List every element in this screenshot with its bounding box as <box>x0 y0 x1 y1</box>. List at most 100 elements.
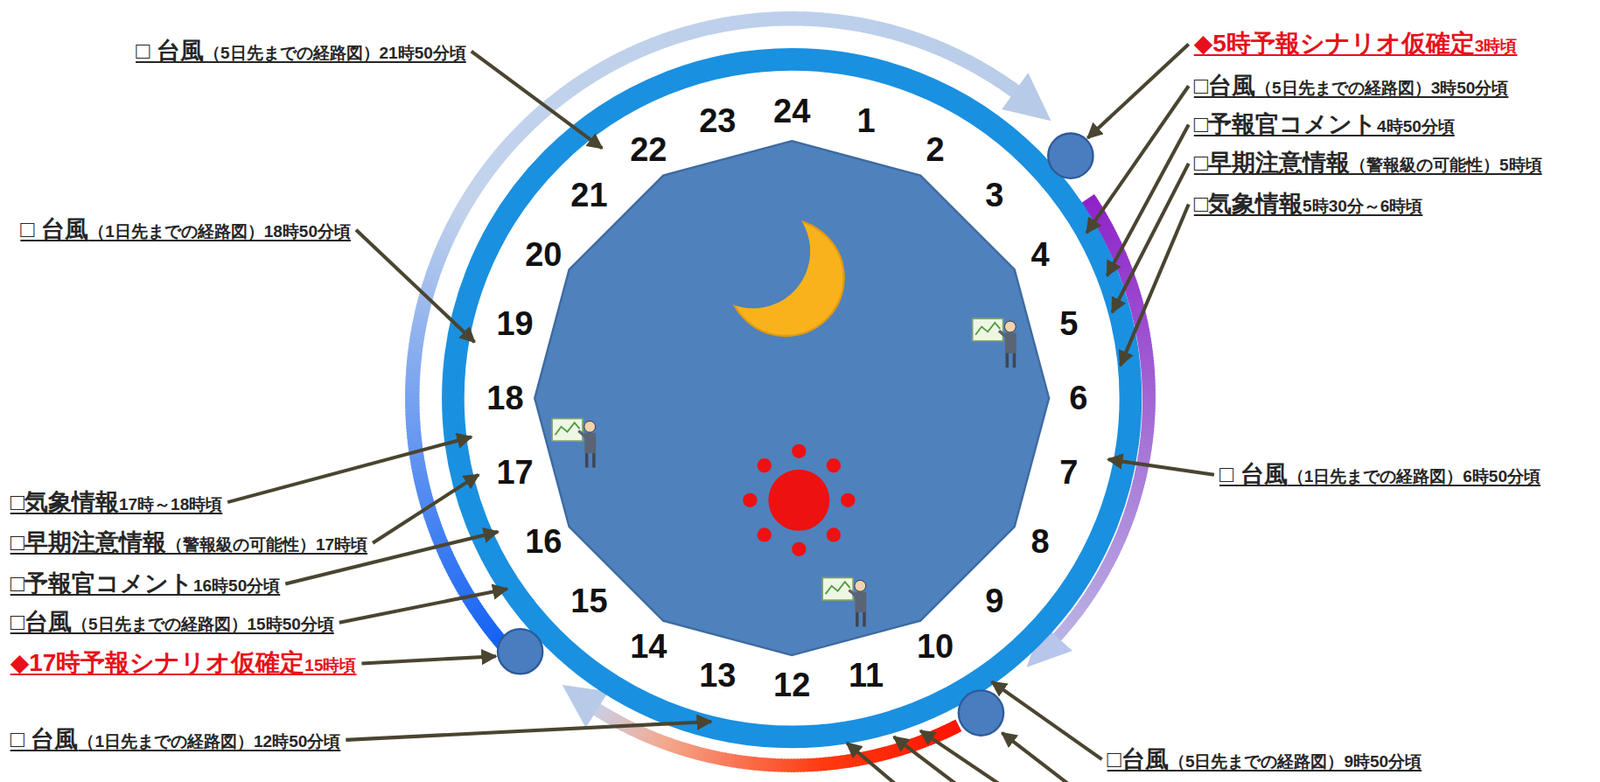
leader-arrow <box>372 475 479 544</box>
hour-number: 20 <box>524 237 562 272</box>
callout: □台風（5日先までの経路図）9時50分頃 <box>1107 745 1423 774</box>
hour-number: 18 <box>486 381 524 415</box>
product-title: □早期注意情報 <box>1194 149 1350 176</box>
person-head <box>1004 321 1016 333</box>
weather-board-chart <box>825 581 851 594</box>
person-legs <box>857 612 865 627</box>
hour-number: 14 <box>629 629 667 664</box>
leader-arrow <box>1001 733 1074 782</box>
hour-number: 15 <box>570 584 608 618</box>
leader-arrow <box>1087 43 1188 138</box>
person-arm <box>999 330 1007 337</box>
sun-ray <box>757 527 772 542</box>
hour-number: 22 <box>629 132 667 167</box>
cycle-arrowhead <box>1001 72 1051 121</box>
leader-arrow <box>345 721 712 741</box>
issue-time: 15時頃 <box>304 656 357 675</box>
moon-shadow <box>696 194 811 309</box>
issue-time: 17時～18時頃 <box>118 495 223 514</box>
person-arm <box>848 589 856 596</box>
forecaster-icon <box>822 577 867 627</box>
sun-ray <box>826 458 841 473</box>
cycle-arcs <box>412 18 1149 766</box>
product-title: □ 台風 <box>20 216 89 243</box>
issue-time: （1日先までの経路図）12時50分頃 <box>77 732 341 751</box>
issue-time: （警報級の可能性）17時頃 <box>166 535 368 554</box>
scenario-dot <box>958 690 1004 735</box>
hour-number: 16 <box>524 524 562 559</box>
leader-arrow <box>471 51 602 149</box>
forecaster-icon <box>972 318 1017 368</box>
product-title: □台風 <box>1194 72 1256 99</box>
hour-number: 9 <box>985 584 1004 618</box>
person-legs <box>586 453 594 468</box>
leader-arrow <box>227 436 472 503</box>
scenario-title: ◆17時予報シナリオ仮確定 <box>10 649 306 677</box>
hour-number: 19 <box>496 307 533 341</box>
callout: □予報官コメント4時50分頃 <box>1194 110 1455 139</box>
weather-board <box>551 418 583 441</box>
hour-number: 8 <box>1030 524 1049 559</box>
issue-time: （5日先までの経路図）9時50分頃 <box>1168 752 1422 771</box>
scenario-dot <box>1048 132 1093 178</box>
person-legs <box>1006 353 1014 368</box>
sun-ray <box>791 444 806 459</box>
callout: ◆17時予報シナリオ仮確定15時頃 <box>10 648 357 678</box>
leader-arrow <box>846 742 901 782</box>
callout: □気象情報17時～18時頃 <box>10 488 224 517</box>
leader-arrow <box>894 736 962 782</box>
hour-number: 7 <box>1059 455 1078 490</box>
hour-number: 1 <box>856 104 875 138</box>
weather-board-chart <box>555 422 580 435</box>
scenario-title: ◆5時予報シナリオ仮確定 <box>1194 29 1475 57</box>
sun <box>768 469 830 532</box>
product-title: □ 台風 <box>10 726 79 753</box>
product-title: □台風 <box>10 608 72 636</box>
callout: □気象情報5時30分～6時頃 <box>1194 189 1424 218</box>
callout: □台風（5日先までの経路図）3時50分頃 <box>1194 71 1510 100</box>
issue-time: （5日先までの経路図）15時50分頃 <box>71 614 335 634</box>
issue-time: （警報級の可能性）5時頃 <box>1349 155 1543 175</box>
leader-arrow <box>992 681 1103 760</box>
leader-arrow <box>361 656 496 664</box>
scenario-dot <box>497 628 543 674</box>
leader-arrow <box>1120 204 1189 366</box>
product-title: □ 台風 <box>1219 461 1288 488</box>
callout: □台風（5日先までの経路図）15時50分頃 <box>10 607 335 636</box>
issue-time: 4時50分頃 <box>1376 117 1455 136</box>
sun-ray <box>757 458 772 473</box>
product-title: □ 台風 <box>135 37 204 64</box>
sun-ray <box>826 527 841 542</box>
person-arm <box>578 430 586 437</box>
leader-arrow <box>356 230 475 343</box>
product-title: □予報官コメント <box>1194 111 1377 138</box>
callout: □ 台風（1日先までの経路図）12時50分頃 <box>10 725 342 754</box>
weather-board <box>822 577 853 601</box>
hour-number: 10 <box>916 629 954 664</box>
hour-number: 13 <box>698 658 736 692</box>
leader-arrow <box>1086 85 1188 233</box>
product-title: □早期注意情報 <box>10 529 167 556</box>
callout: ◆5時予報シナリオ仮確定3時頃 <box>1194 28 1518 59</box>
callout: □早期注意情報（警報級の可能性）17時頃 <box>10 528 368 557</box>
hour-number: 6 <box>1068 381 1088 415</box>
person-head <box>854 579 867 592</box>
issue-time: （1日先までの経路図）18時50分頃 <box>88 222 351 241</box>
hour-number: 5 <box>1059 307 1078 341</box>
hour-number: 11 <box>848 658 884 692</box>
product-title: □気象情報 <box>10 489 119 516</box>
issue-time: 16時50分頃 <box>193 576 280 595</box>
issue-time: 3時頃 <box>1474 36 1518 56</box>
hour-number: 3 <box>985 178 1004 212</box>
leader-lines <box>227 43 1215 782</box>
sun-ray <box>791 542 806 557</box>
hour-number: 23 <box>698 104 736 138</box>
product-title: □台風 <box>1107 746 1169 773</box>
hour-number: 24 <box>773 94 811 128</box>
issue-time: （5日先までの経路図）3時50分頃 <box>1255 78 1509 98</box>
callout: □予報官コメント16時50分頃 <box>10 569 281 598</box>
clock-face <box>534 140 1049 656</box>
person-head <box>584 420 596 433</box>
leader-arrow <box>1108 459 1215 475</box>
